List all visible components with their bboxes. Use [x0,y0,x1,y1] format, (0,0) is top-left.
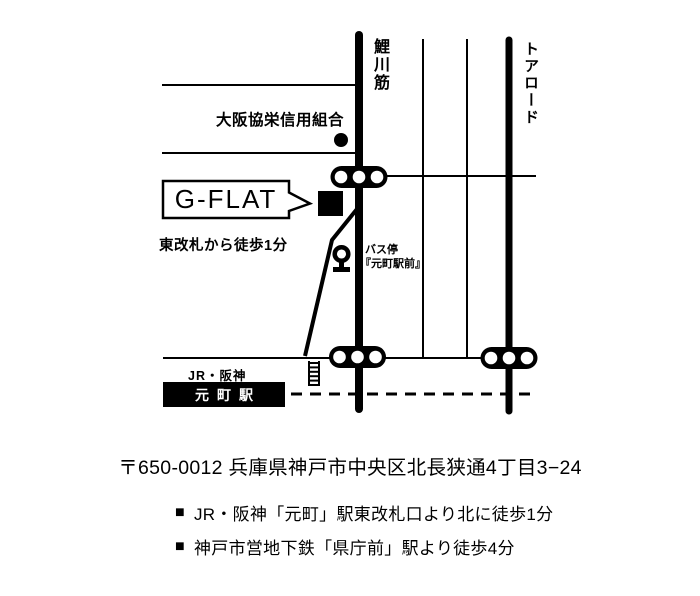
bus-stop-title-label: バス停 [365,244,398,256]
traffic-light-icon [329,346,386,368]
credit-union-dot-icon [334,133,348,147]
rail-company-label: JR・阪神 [188,369,247,383]
access-note-text: JR・阪神「元町」駅東改札口より北に徒歩1分 [193,505,554,524]
map-drawing [161,31,538,415]
access-note-text: 神戸市営地下鉄「県庁前」駅より徒歩4分 [193,539,515,558]
access-note-row: ■ JR・阪神「元町」駅東改札口より北に徒歩1分 [175,500,553,525]
bus-stop-icon [332,244,351,272]
access-note-row: ■ 神戸市営地下鉄「県庁前」駅より徒歩4分 [175,534,553,559]
gflat-speech-bubble [161,179,314,220]
motomachi-station-box: 元町駅 [163,382,285,407]
bus-stop-name-label: 『元町駅前』 [360,258,426,270]
gflat-building-square-icon [318,191,343,216]
bullet-square-icon: ■ [175,503,185,521]
access-notes: ■ JR・阪神「元町」駅東改札口より北に徒歩1分 ■ 神戸市営地下鉄「県庁前」駅… [175,500,553,559]
road-label-tor-road: トアロード [522,41,539,126]
address-line: 〒650-0012 兵庫県神戸市中央区北長狭通4丁目3−24 [118,457,582,479]
traffic-light-icon [330,166,388,188]
motomachi-station-label: 元町駅 [195,386,261,403]
traffic-light-icon [480,347,538,369]
bullet-square-icon: ■ [175,537,185,555]
street-diagonal [303,207,359,357]
walk-note-label: 東改札から徒歩1分 [159,238,288,254]
stairs-icon [308,361,320,386]
road-label-koikawasuji: 鯉川筋 [371,38,388,92]
gflat-label: G-FLAT [174,184,278,214]
credit-union-label: 大阪協栄信用組合 [216,112,345,129]
